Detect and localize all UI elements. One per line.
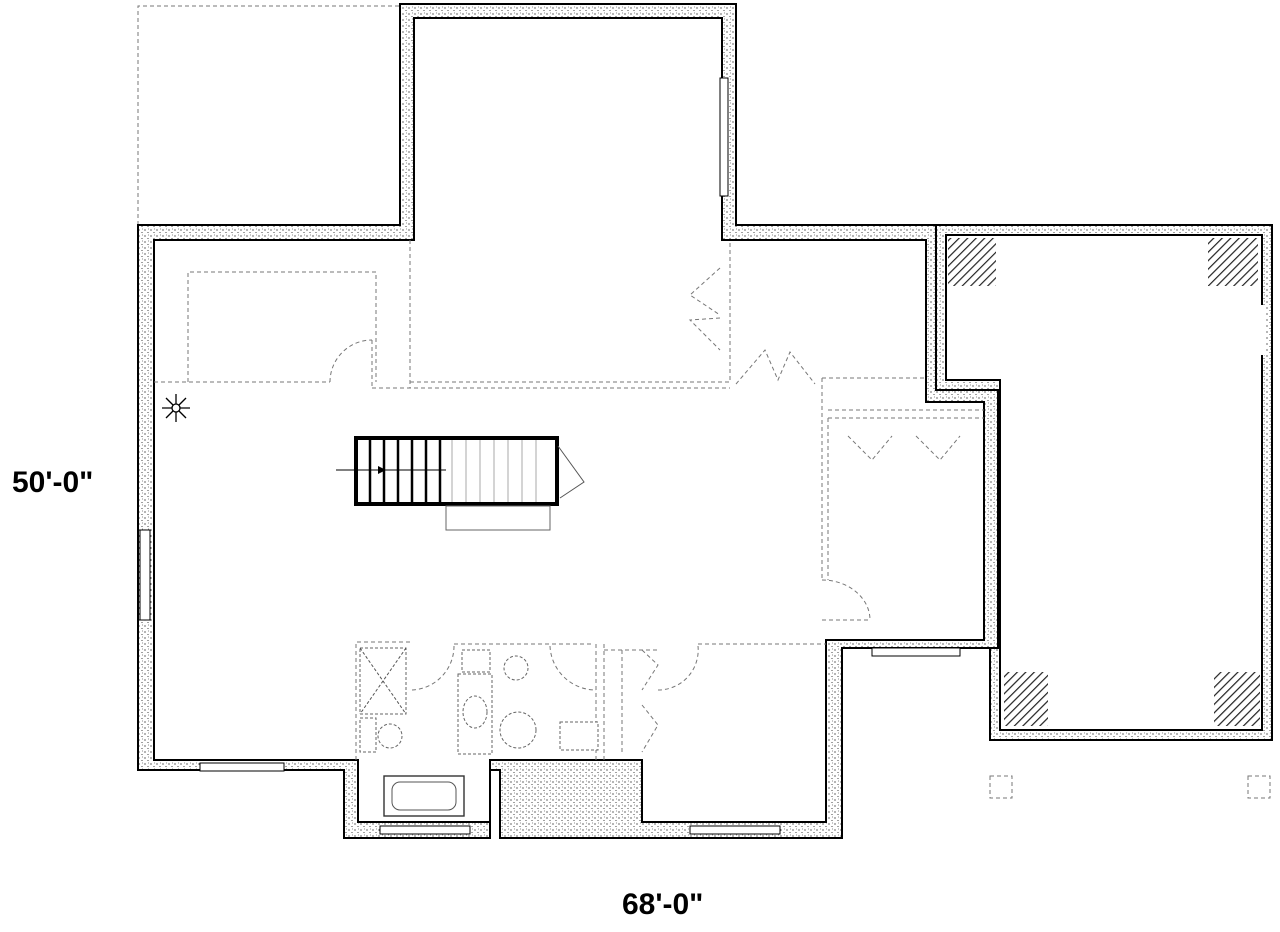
- window: [379, 825, 471, 835]
- pier-footing: [989, 775, 1013, 799]
- window: [689, 825, 781, 835]
- garage-wall-inner: [945, 234, 1263, 731]
- overall-depth-dimension: 50'-0": [12, 466, 94, 499]
- hatched-pier-icon: [1208, 238, 1258, 286]
- window: [139, 529, 151, 621]
- window: [719, 77, 729, 197]
- hatched-pier-icon: [1214, 672, 1260, 726]
- window: [871, 647, 961, 657]
- hatched-pier-icon: [1004, 672, 1048, 726]
- staircase: [336, 436, 585, 531]
- main-wall-inner: [153, 17, 985, 823]
- patio-outline: [137, 5, 400, 225]
- interior-partitions: [154, 240, 984, 760]
- overall-width-dimension: 68'-0": [622, 888, 704, 921]
- bathroom-fixtures: [359, 647, 599, 817]
- window: [199, 762, 285, 772]
- sun-burst-icon: [162, 394, 190, 422]
- hatched-pier-icon: [948, 238, 996, 286]
- pier-footing: [1247, 775, 1271, 799]
